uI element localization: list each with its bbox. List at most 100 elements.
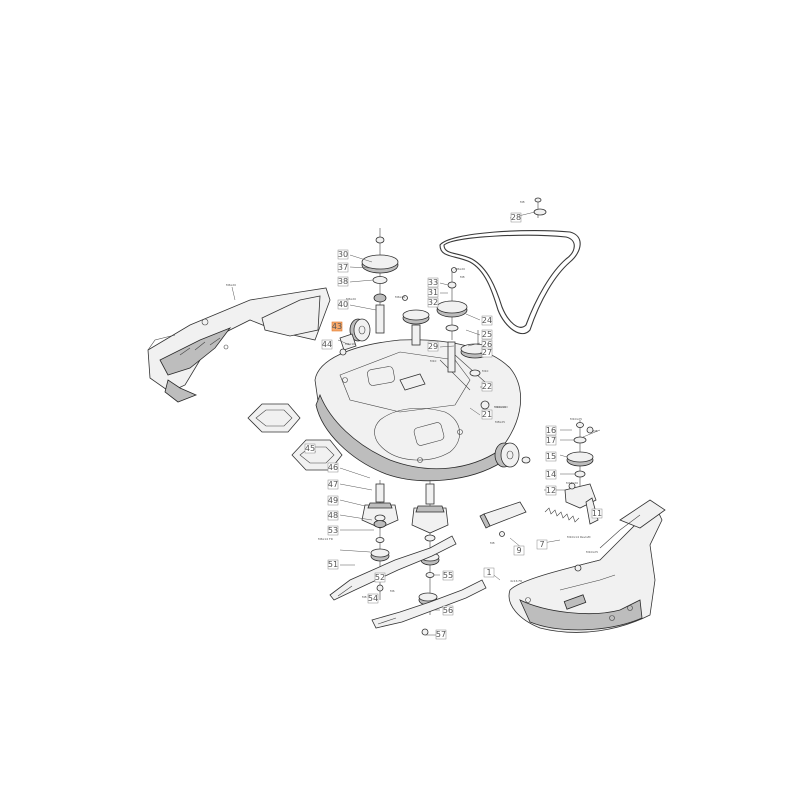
callout-box: [367, 593, 379, 604]
callout-17: 17: [545, 435, 557, 446]
callout-44: 44: [321, 339, 333, 350]
callout-box: [304, 443, 316, 454]
callout-number: 17: [546, 436, 556, 445]
callout-box: [327, 559, 339, 570]
callout-30: 30: [337, 249, 349, 260]
right-wheel: [494, 442, 531, 468]
left-pulley-stack: [361, 228, 399, 334]
callout-46: 46: [327, 462, 339, 473]
callout-number: 31: [428, 288, 438, 297]
callout-number: 33: [428, 278, 438, 287]
svg-text:M6x20: M6x20: [395, 295, 405, 299]
callout-box: [481, 347, 493, 358]
callout-25: 25: [481, 329, 493, 340]
callout-number: 48: [328, 511, 338, 520]
callout-number: 21: [482, 410, 492, 419]
tension-spring: [479, 501, 580, 529]
svg-text:M6x16: M6x16: [345, 342, 355, 346]
callout-box: [442, 605, 454, 616]
svg-text:M10: M10: [430, 359, 436, 363]
callout-number: 9: [516, 546, 521, 555]
callout-11: 11: [591, 508, 603, 519]
callout-box: [481, 381, 493, 392]
callout-number: 37: [338, 263, 348, 272]
callout-number: 22: [482, 382, 492, 391]
drive-belt: [439, 229, 581, 335]
blade-right: [371, 579, 487, 629]
callout-box: [481, 409, 493, 420]
callout-number: 24: [482, 316, 492, 325]
svg-text:M6x20: M6x20: [226, 283, 236, 287]
callout-box: [545, 425, 557, 436]
callout-38: 38: [337, 276, 349, 287]
svg-text:M8: M8: [362, 595, 367, 599]
callout-32: 32: [427, 297, 439, 308]
svg-text:M8: M8: [520, 200, 525, 204]
callout-31: 31: [427, 287, 439, 298]
callout-21: 21: [481, 409, 493, 420]
callout-56: 56: [442, 605, 454, 616]
callout-box: [545, 435, 557, 446]
callout-51: 51: [327, 559, 339, 570]
callout-box: [427, 297, 439, 308]
callout-number: 55: [443, 571, 453, 580]
callout-number: 32: [428, 298, 438, 307]
callout-52: 52: [374, 572, 386, 583]
callout-14: 14: [545, 469, 557, 480]
callout-45: 45: [304, 443, 316, 454]
spindle-left-lower: [361, 480, 399, 600]
gasket-upper: [247, 403, 301, 433]
svg-text:M8: M8: [460, 275, 465, 279]
callout-33: 33: [427, 277, 439, 288]
callout-number: 14: [546, 470, 556, 479]
callout-number: 15: [546, 452, 556, 461]
callout-number: 11: [592, 509, 602, 518]
callout-box: [591, 508, 603, 519]
callout-box: [374, 572, 386, 583]
callout-number: 53: [328, 526, 338, 535]
callout-box: [536, 539, 548, 550]
callout-49: 49: [327, 495, 339, 506]
callout-box: [327, 479, 339, 490]
callout-number: 56: [443, 606, 453, 615]
callout-box: [513, 545, 525, 556]
callout-number: 38: [338, 277, 348, 286]
callout-number: 51: [328, 560, 338, 569]
blade-left: [329, 535, 457, 601]
svg-text:M10x30: M10x30: [566, 481, 578, 485]
callout-28: 28: [510, 212, 522, 223]
callout-24: 24: [481, 315, 493, 326]
callout-box: [545, 469, 557, 480]
mower-deck: [314, 339, 522, 482]
svg-text:M10: M10: [482, 369, 488, 373]
callout-number: 30: [338, 250, 348, 259]
callout-box: [435, 629, 447, 640]
callout-29: 29: [427, 341, 439, 352]
svg-text:M10x16: M10x16: [494, 405, 506, 409]
callout-1: 1: [483, 567, 495, 578]
callout-number: 47: [328, 480, 338, 489]
callout-12: 12: [545, 485, 557, 496]
callout-number: 49: [328, 496, 338, 505]
callout-number: 26: [482, 340, 492, 349]
callout-box: [327, 510, 339, 521]
callout-number: 29: [428, 342, 438, 351]
callout-box: [337, 276, 349, 287]
svg-text:M8: M8: [490, 541, 495, 545]
fastener-annotations: M6x20 M8 M6x20 M10x16 M8x25 M10x25 M8 M1…: [318, 267, 598, 599]
callout-number: 43: [332, 322, 342, 331]
callout-box: [337, 299, 349, 310]
right-pulley-stack: [564, 420, 599, 525]
callout-9: 9: [513, 545, 525, 556]
callout-number: 45: [305, 444, 315, 453]
gasket-lower: [291, 439, 343, 471]
callout-box: [545, 451, 557, 462]
left-deflector: M6x20: [147, 283, 331, 403]
left-roller: [339, 318, 371, 351]
callout-53: 53: [327, 525, 339, 536]
callout-box: [442, 570, 454, 581]
callout-57: 57: [435, 629, 447, 640]
callout-box: [331, 321, 343, 332]
callout-box: [481, 315, 493, 326]
